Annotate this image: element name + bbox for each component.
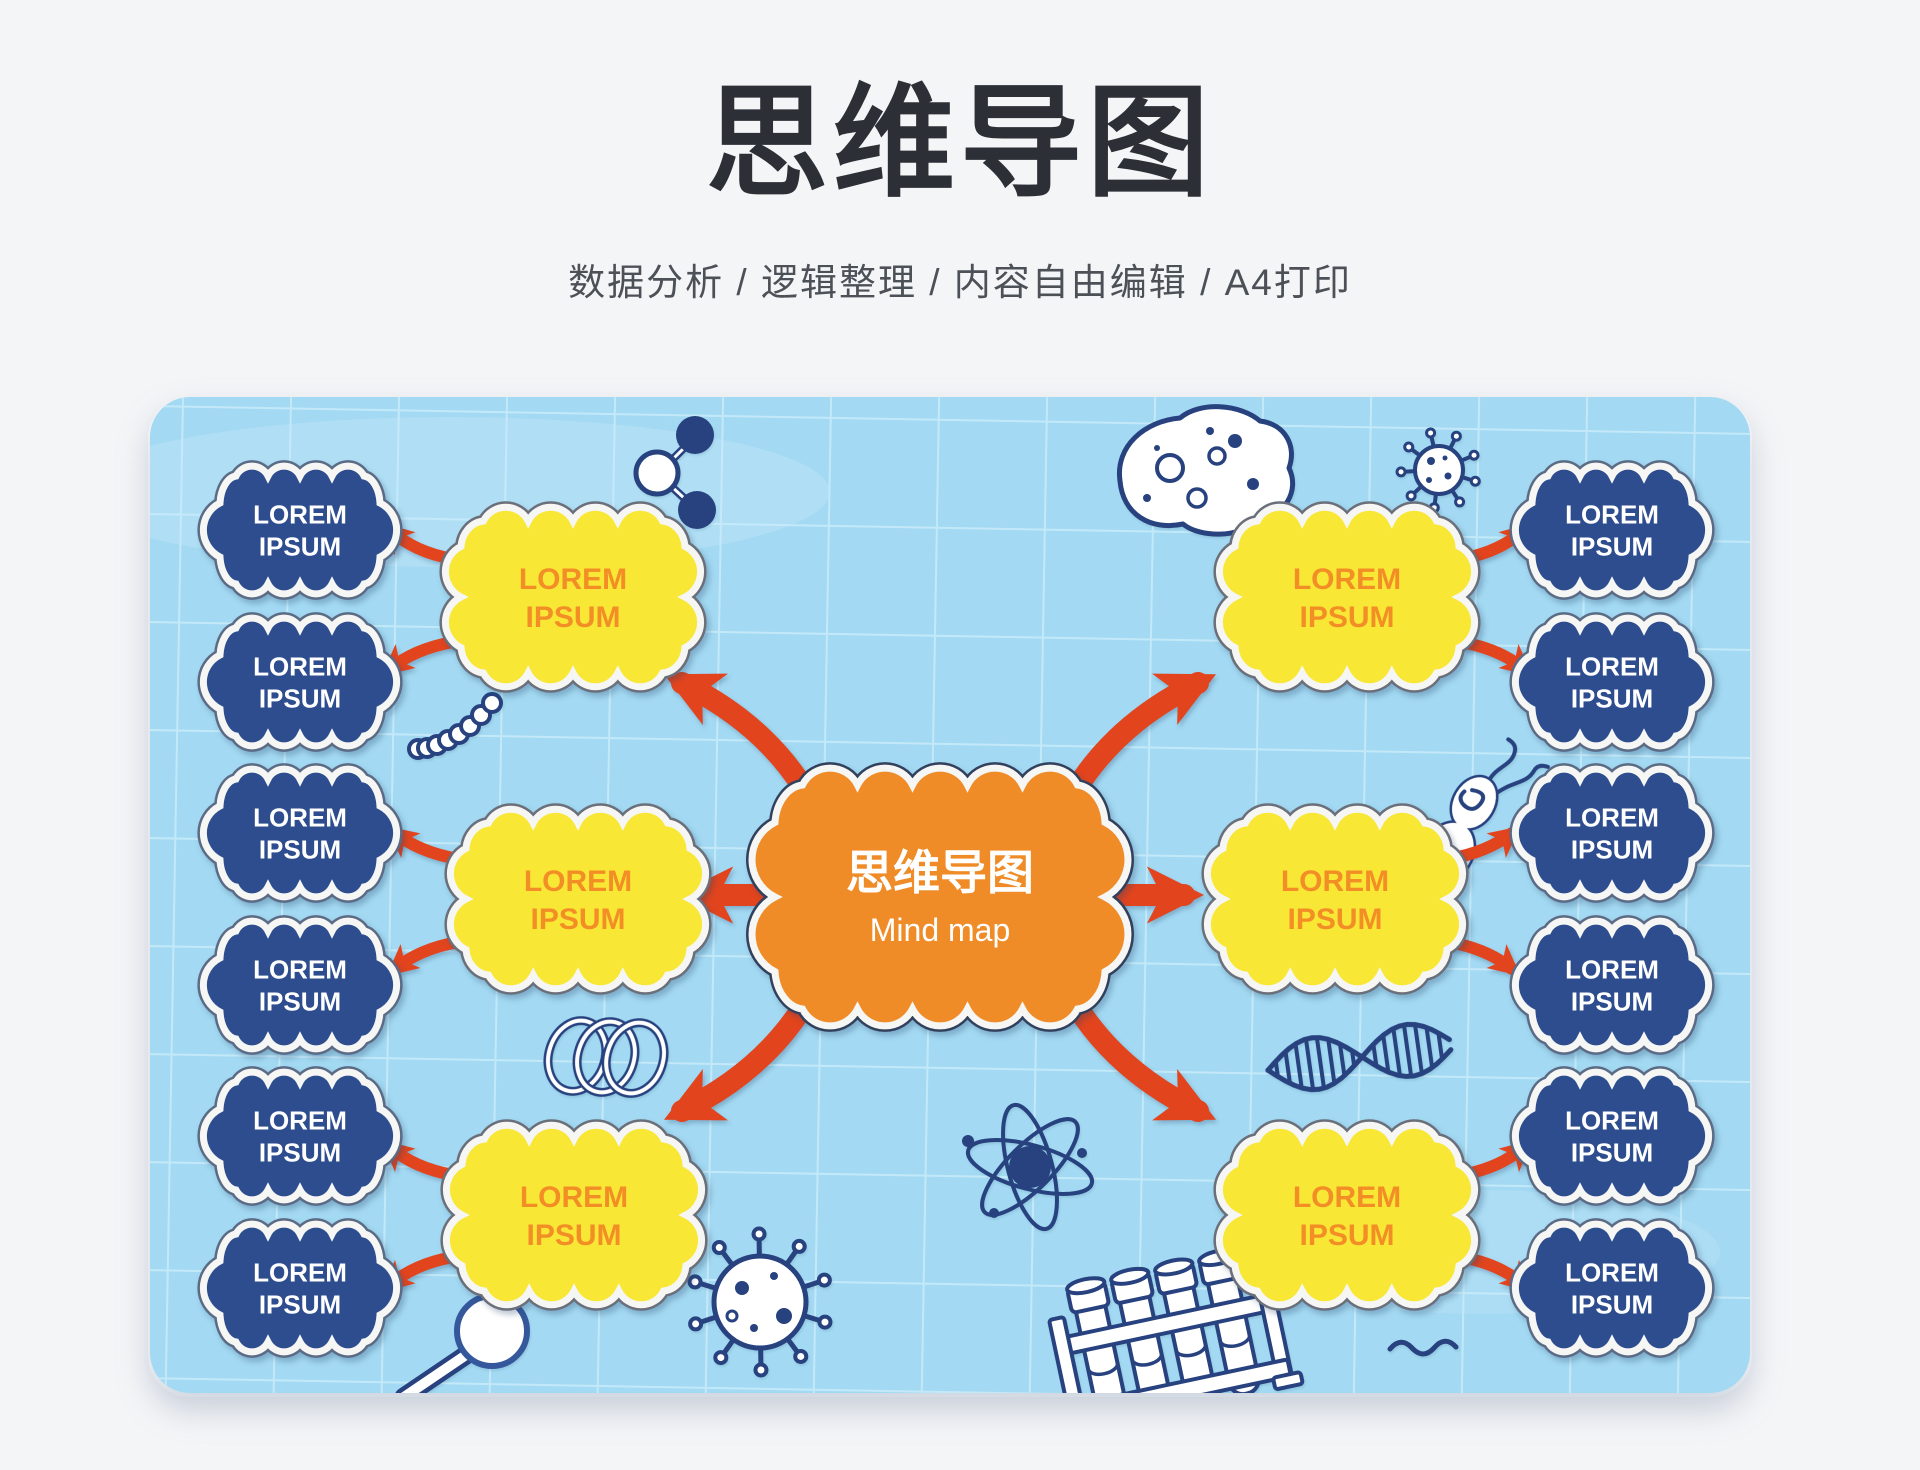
atom-doodle xyxy=(962,1102,1095,1232)
squiggle-doodle xyxy=(1387,1338,1459,1357)
center-title: 思维导图 xyxy=(846,846,1034,899)
spiral-doodle xyxy=(543,1016,669,1098)
amoeba-doodle xyxy=(1116,404,1296,537)
test-tube-rack-doodle xyxy=(1047,1248,1305,1393)
big-virus-doodle xyxy=(687,1226,833,1378)
page-title: 思维导图 xyxy=(706,75,1214,211)
bead-chain-doodle xyxy=(407,692,503,760)
center-node[interactable]: 思维导图 Mind map xyxy=(746,762,1134,1032)
virus-doodle xyxy=(1395,427,1481,514)
dna-helix-doodle xyxy=(1265,1021,1454,1093)
molecule-doodle xyxy=(633,416,716,529)
magnifier-doodle xyxy=(395,1293,530,1393)
page-subtitle: 数据分析 / 逻辑整理 / 内容自由编辑 / A4打印 xyxy=(568,262,1352,303)
center-subtitle: Mind map xyxy=(870,912,1011,948)
